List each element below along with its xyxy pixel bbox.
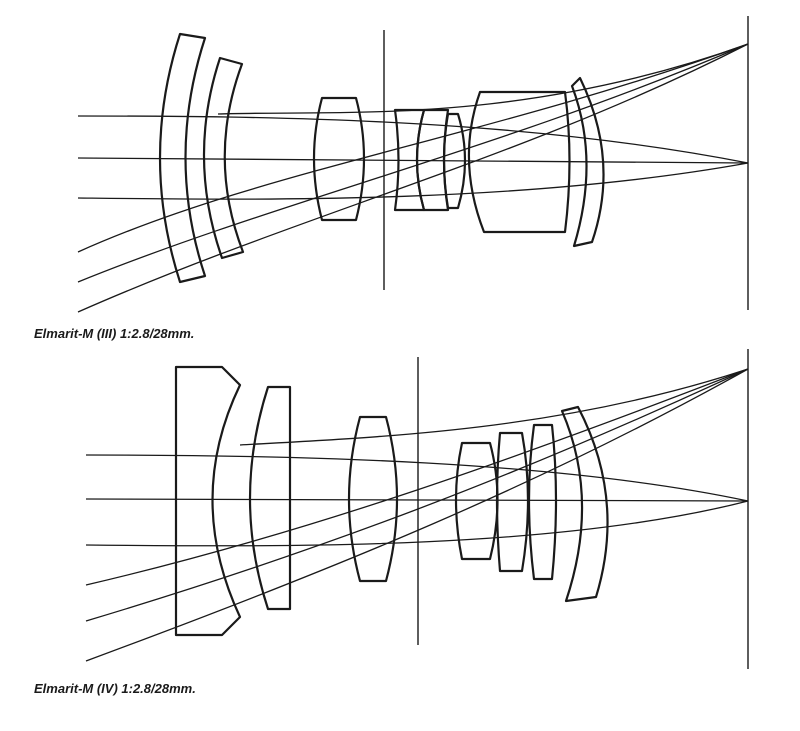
lens-element-4 — [454, 441, 499, 561]
ray-oblique-1 — [77, 43, 749, 253]
ray-oblique-1 — [85, 368, 749, 586]
ray-axial-center — [85, 498, 749, 502]
lens-diagram-svg — [77, 16, 749, 313]
lens-element-1 — [158, 32, 207, 284]
lens-element-2 — [248, 385, 292, 611]
diagram-caption: Elmarit-M (IV) 1:2.8/28mm. — [34, 681, 196, 696]
diagram-caption: Elmarit-M (III) 1:2.8/28mm. — [34, 326, 195, 341]
ray-axial-bottom — [77, 162, 749, 200]
lens-element-3 — [347, 415, 399, 583]
lens-element-1 — [174, 365, 242, 637]
ray-oblique-2 — [85, 368, 749, 622]
ray-oblique-4 — [217, 43, 749, 115]
ray-axial-center — [77, 157, 749, 164]
ray-oblique-4 — [239, 368, 749, 446]
lens-element-3 — [312, 96, 366, 222]
lens-element-7 — [560, 405, 609, 603]
lens-element-6 — [527, 423, 558, 581]
lens-element-7 — [467, 90, 571, 234]
ray-axial-bottom — [85, 500, 749, 547]
ray-axial-top — [77, 115, 749, 164]
ray-axial-top — [85, 454, 749, 502]
lens-diagram-elmarit-m-iv: Elmarit-M (IV) 1:2.8/28mm. — [0, 345, 800, 696]
lens-diagram-elmarit-m-iii: Elmarit-M (III) 1:2.8/28mm. — [0, 0, 800, 341]
lens-element-6 — [442, 112, 467, 210]
lens-diagram-svg — [85, 349, 749, 669]
ray-oblique-2 — [77, 43, 749, 283]
ray-oblique-3 — [77, 43, 749, 313]
ray-oblique-3 — [85, 368, 749, 662]
